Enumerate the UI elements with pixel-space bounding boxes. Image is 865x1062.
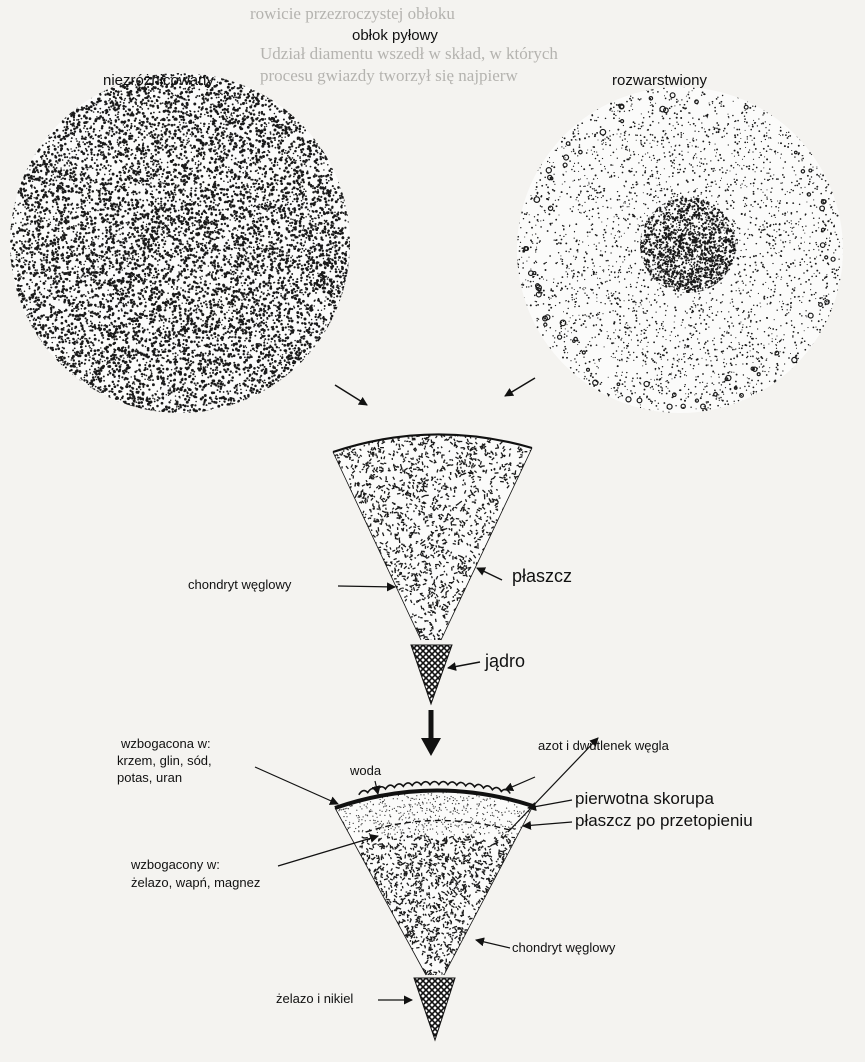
pointer-enriched-top bbox=[255, 767, 338, 804]
cloud-title: obłok pyłowy bbox=[352, 27, 438, 44]
chondrite-label-upper: chondryt węglowy bbox=[188, 578, 291, 593]
pointer-chondrite-lower bbox=[476, 940, 510, 948]
remelted-mantle-label: płaszcz po przetopieniu bbox=[575, 811, 753, 831]
chondrite-label-lower: chondryt węglowy bbox=[512, 941, 615, 956]
lower-planet-wedge bbox=[335, 782, 539, 1040]
undifferentiated-label: niezróżnicowany bbox=[103, 72, 214, 89]
gases-label: azot i dwutlenek węgla bbox=[538, 739, 669, 754]
iron-nickel-core bbox=[414, 978, 455, 1040]
stratified-cloud bbox=[515, 84, 845, 415]
pointer-remelted bbox=[523, 822, 572, 826]
pointer-mantle bbox=[477, 568, 502, 580]
pointer-core bbox=[448, 662, 480, 668]
arrow-left-cloud bbox=[335, 385, 367, 405]
core-label: jądro bbox=[485, 651, 525, 672]
enriched-bottom-line-2: żelazo, wapń, magnez bbox=[131, 876, 260, 891]
enriched-bottom-line-1: wzbogacony w: bbox=[131, 858, 220, 873]
pointer-water bbox=[375, 781, 378, 794]
stratified-label: rozwarstwiony bbox=[612, 72, 707, 89]
enriched-top-line-2: krzem, glin, sód, bbox=[117, 754, 212, 769]
arrow-right-cloud bbox=[505, 378, 535, 396]
mantle-label: płaszcz bbox=[512, 566, 572, 587]
crust-label: pierwotna skorupa bbox=[575, 789, 714, 809]
enriched-top-line-1: wzbogacona w: bbox=[121, 737, 211, 752]
pointer-chondrite-upper bbox=[338, 586, 395, 587]
iron-nickel-label: żelazo i nikiel bbox=[276, 992, 353, 1007]
upper-core bbox=[411, 645, 452, 704]
undifferentiated-cloud bbox=[7, 71, 352, 416]
water-label: woda bbox=[350, 764, 381, 779]
enriched-top-line-3: potas, uran bbox=[117, 771, 182, 786]
pointer-gases bbox=[505, 777, 535, 790]
